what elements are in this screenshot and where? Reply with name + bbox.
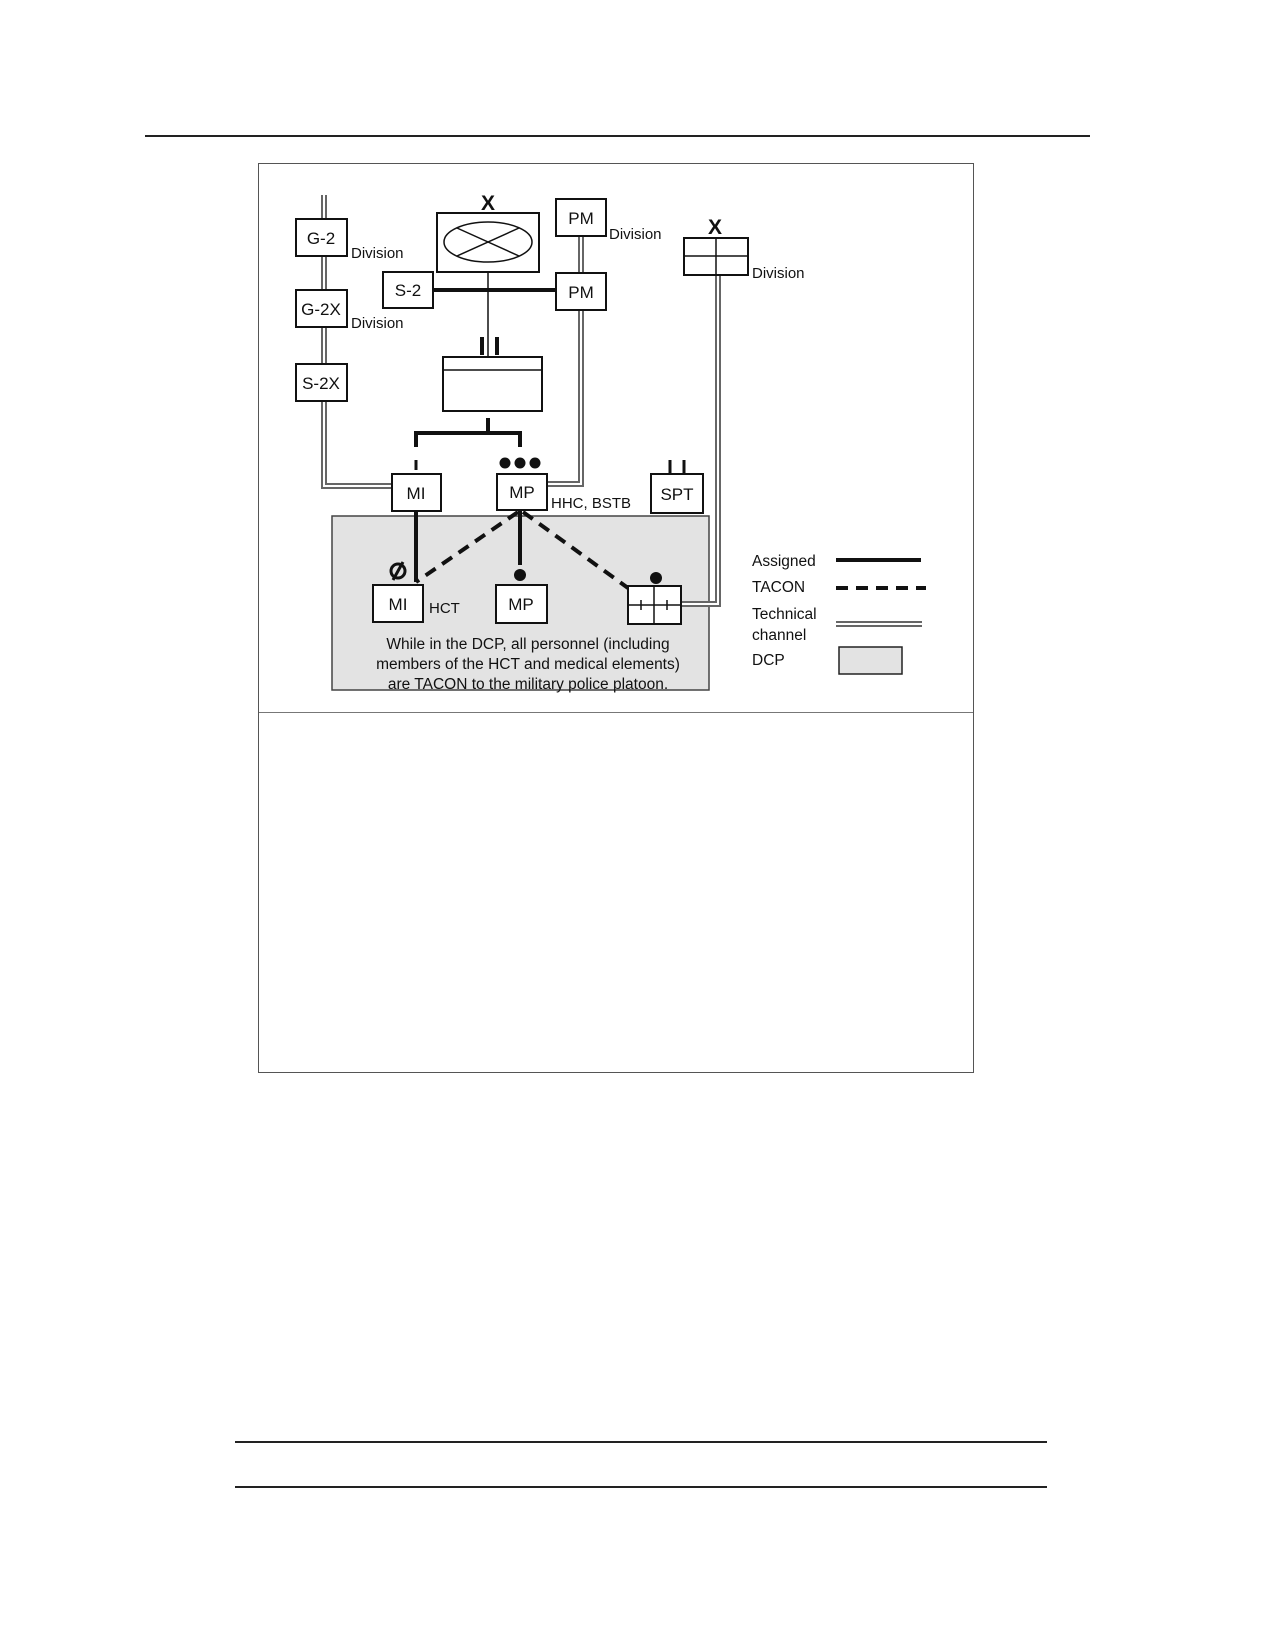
medical-division-symbol: [683, 237, 749, 276]
brigade-hq-symbol: [436, 212, 540, 273]
pm-brigade-box: [555, 272, 607, 311]
spt-box: [650, 473, 704, 514]
mi-hct-box: [372, 584, 424, 623]
dcp-note-line-3: are TACON to the military police platoon…: [388, 676, 668, 693]
g2-box: [295, 218, 348, 257]
dcp-note-line-1: While in the DCP, all personnel (includi…: [386, 636, 669, 653]
legend-channel-label: channel: [752, 627, 806, 644]
bstb-to-companies-line: [414, 418, 490, 447]
g2x-label: G-2X: [301, 300, 341, 319]
mp-platoon-label: MP: [508, 595, 534, 614]
mp-to-medical-tacon-line: [521, 510, 630, 590]
bottom-rule-2: [235, 1486, 1047, 1488]
legend-technical-label: Technical: [752, 606, 817, 623]
legend-tacon-label: TACON: [752, 579, 805, 596]
pm-division-box: [555, 198, 607, 237]
g2-label: G-2: [307, 229, 335, 248]
pm-division-label: PM: [568, 209, 594, 228]
mp-platoon-echelon-dot: [514, 569, 526, 581]
spt-label: SPT: [660, 485, 693, 504]
g2-division-label: Division: [351, 245, 404, 262]
figure-divider: [259, 712, 973, 713]
bottom-rule-1: [235, 1441, 1047, 1443]
medical-platoon-echelon-dot: [650, 572, 662, 584]
pm-brigade-label: PM: [568, 283, 594, 302]
legend-assigned-label: Assigned: [752, 553, 816, 570]
bstb-to-mp-line: [488, 431, 522, 447]
pm-division-echelon-label: Division: [609, 226, 662, 243]
legend-dcp-swatch: [838, 646, 903, 675]
medical-echelon-mark: X: [708, 216, 722, 239]
spt-echelon-mark: [668, 460, 686, 474]
medical-platoon-symbol: [627, 585, 682, 625]
mi-company-label: MI: [407, 484, 426, 503]
mp-company-label: MP: [509, 483, 535, 502]
legend-dcp-label: DCP: [752, 652, 785, 669]
technical-channel-medical: [681, 275, 721, 607]
legend: Assigned TACON Technical channel DCP: [752, 553, 926, 675]
mp-platoon-box: [495, 584, 548, 624]
mp-echelon-dots: [499, 457, 541, 469]
figure-frame: [258, 163, 974, 1073]
medical-division-label: Division: [752, 265, 805, 282]
technical-channel-pm: [548, 236, 584, 487]
g2x-division-label: Division: [351, 315, 404, 332]
top-rule: [145, 135, 1090, 137]
s2-box: [382, 271, 434, 309]
s2x-box: [295, 363, 348, 402]
dcp-note-line-2: members of the HCT and medical elements): [376, 656, 680, 673]
brigade-echelon-mark: X: [481, 192, 495, 215]
mi-company-box: [391, 473, 442, 512]
s2x-label: S-2X: [302, 374, 340, 393]
hct-team-symbol: [389, 561, 407, 581]
s2-label: S-2: [395, 281, 421, 300]
mp-company-box: [496, 473, 548, 511]
bstb-battalion-symbol: [442, 337, 543, 412]
hhc-bstb-label: HHC, BSTB: [551, 495, 631, 512]
mp-to-hct-tacon-line: [414, 510, 520, 584]
hct-label: HCT: [429, 600, 460, 617]
mi-hct-label: MI: [389, 595, 408, 614]
g2x-box: [295, 289, 348, 328]
